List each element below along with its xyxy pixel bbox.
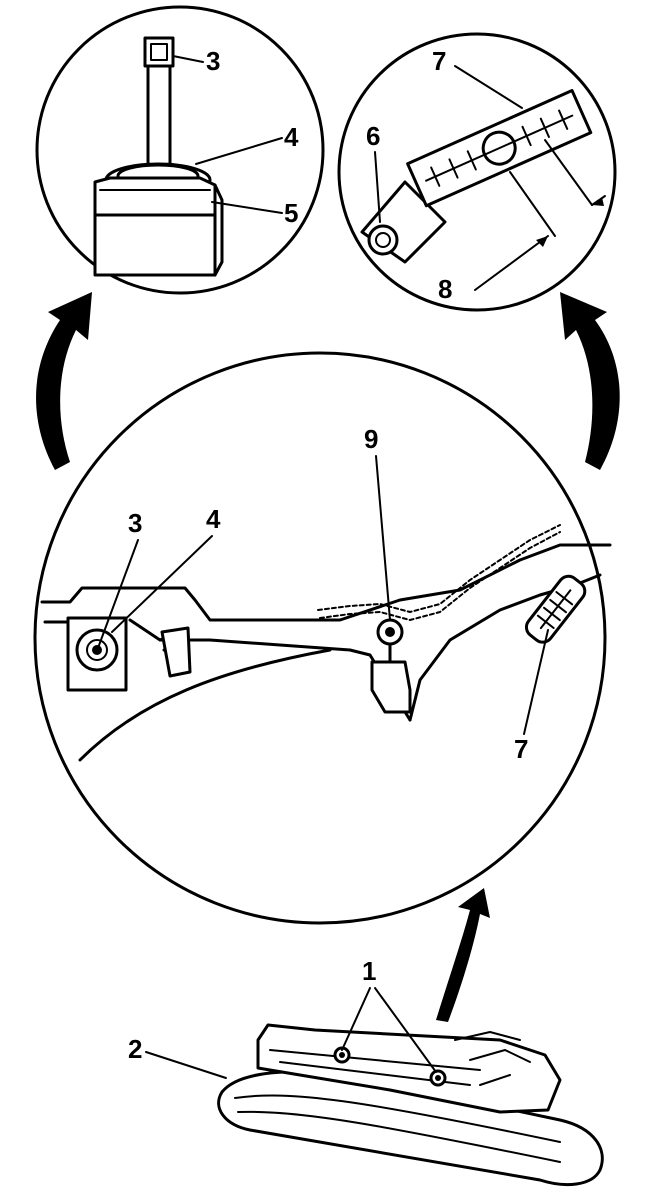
svg-text:3: 3 bbox=[128, 508, 142, 538]
callout-7-mid: 7 bbox=[514, 629, 549, 764]
callout-3-top: 3 bbox=[172, 46, 220, 76]
svg-text:1: 1 bbox=[362, 956, 376, 986]
detail-circle-adjuster-screw bbox=[35, 5, 325, 295]
detail-circle-level-gauge bbox=[337, 32, 617, 312]
svg-text:7: 7 bbox=[432, 46, 446, 76]
callout-4-top: 4 bbox=[195, 122, 299, 165]
callout-9: 9 bbox=[364, 424, 391, 621]
svg-text:9: 9 bbox=[364, 424, 378, 454]
callout-1: 1 bbox=[341, 956, 437, 1073]
svg-text:7: 7 bbox=[514, 734, 528, 764]
svg-text:3: 3 bbox=[206, 46, 220, 76]
svg-text:2: 2 bbox=[128, 1034, 142, 1064]
callout-3-mid: 3 bbox=[97, 508, 142, 649]
callout-6: 6 bbox=[366, 121, 381, 223]
svg-text:4: 4 bbox=[284, 122, 299, 152]
callout-8: 8 bbox=[438, 274, 452, 304]
callout-2: 2 bbox=[128, 1034, 227, 1079]
svg-text:8: 8 bbox=[438, 274, 452, 304]
headlamp-assembly bbox=[217, 1023, 604, 1187]
curved-arrow-right-icon bbox=[560, 292, 620, 470]
callout-4-mid: 4 bbox=[111, 504, 221, 633]
svg-text:5: 5 bbox=[284, 198, 298, 228]
callout-7-top: 7 bbox=[432, 46, 523, 109]
svg-text:4: 4 bbox=[206, 504, 221, 534]
curved-arrow-bottom-icon bbox=[436, 888, 490, 1022]
callout-5: 5 bbox=[211, 198, 298, 228]
svg-text:6: 6 bbox=[366, 121, 380, 151]
curved-arrow-left-icon bbox=[36, 292, 92, 470]
detail-circle-headlamp-top bbox=[33, 351, 612, 925]
